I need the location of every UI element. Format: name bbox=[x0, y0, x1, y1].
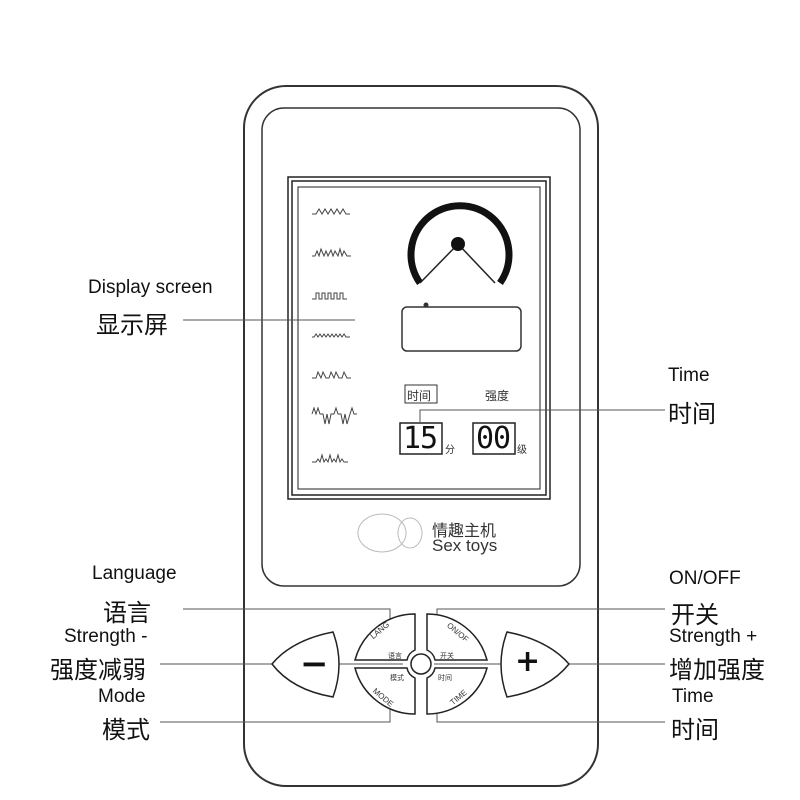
screen-strength-label: 强度 bbox=[485, 389, 510, 403]
mode-display-box bbox=[401, 306, 522, 352]
waveform-5 bbox=[312, 370, 351, 380]
brand-logo bbox=[357, 513, 423, 553]
waveform-4 bbox=[312, 333, 350, 338]
mode-button bbox=[354, 667, 416, 715]
screen-time-unit: 分 bbox=[445, 445, 455, 456]
label-time-bottom-en: Time bbox=[672, 686, 714, 707]
leader-time-top bbox=[419, 409, 665, 424]
intensity-dial bbox=[407, 202, 513, 286]
label-mode-en: Mode bbox=[98, 686, 146, 707]
label-time-bottom-cn: 时间 bbox=[671, 716, 719, 744]
screen-strength-unit: 级 bbox=[517, 445, 527, 456]
screen-time-value: 15 bbox=[403, 421, 438, 456]
brand-name-en: Sex toys bbox=[432, 536, 498, 555]
label-onoff-cn: 开关 bbox=[671, 601, 719, 629]
label-mode-cn: 模式 bbox=[102, 716, 150, 744]
waveform-list bbox=[311, 208, 357, 464]
mode-button-label-cn[interactable]: 模式 bbox=[390, 674, 404, 682]
label-time-top-cn: 时间 bbox=[668, 400, 716, 428]
time-button-label-cn[interactable]: 时间 bbox=[438, 674, 452, 682]
onof-button-label-cn[interactable]: 开关 bbox=[440, 652, 454, 660]
label-strength-plus-cn: 增加强度 bbox=[669, 656, 765, 684]
time-label-box bbox=[404, 384, 438, 404]
plus-button bbox=[500, 631, 570, 698]
screen-time-label: 时间 bbox=[407, 389, 432, 403]
label-language-cn: 语言 bbox=[103, 599, 151, 627]
leader-lines bbox=[160, 319, 665, 723]
strength-value-box bbox=[472, 422, 516, 455]
onof-button bbox=[426, 613, 488, 661]
waveform-7 bbox=[312, 453, 348, 464]
label-strength-minus-cn: 强度减弱 bbox=[50, 656, 146, 684]
control-pad bbox=[271, 613, 570, 715]
center-button bbox=[410, 653, 432, 675]
label-display-cn: 显示屏 bbox=[96, 311, 168, 339]
waveform-1 bbox=[312, 208, 350, 215]
leader-mode bbox=[160, 705, 391, 723]
brand-name-cn: 情趣主机 bbox=[432, 521, 497, 540]
waveform-6 bbox=[311, 406, 357, 425]
waveform-3 bbox=[312, 292, 347, 300]
label-display-en: Display screen bbox=[88, 277, 213, 298]
time-value-box bbox=[399, 422, 443, 455]
lang-button-label-cn[interactable]: 语言 bbox=[388, 652, 402, 660]
label-strength-plus-en: Strength + bbox=[669, 626, 758, 647]
label-language-en: Language bbox=[92, 563, 177, 584]
waveform-2 bbox=[312, 247, 351, 258]
minus-button bbox=[271, 631, 340, 698]
label-strength-minus-en: Strength - bbox=[64, 626, 148, 647]
plus-icon[interactable]: + bbox=[515, 644, 541, 679]
screen-strength-value: 00 bbox=[476, 421, 511, 456]
time-button bbox=[426, 667, 488, 715]
label-time-top-en: Time bbox=[668, 365, 710, 386]
label-onoff-en: ON/OFF bbox=[669, 568, 741, 589]
minus-icon[interactable]: − bbox=[300, 644, 329, 684]
lang-button bbox=[354, 613, 416, 661]
dial-center-dot bbox=[451, 237, 465, 251]
